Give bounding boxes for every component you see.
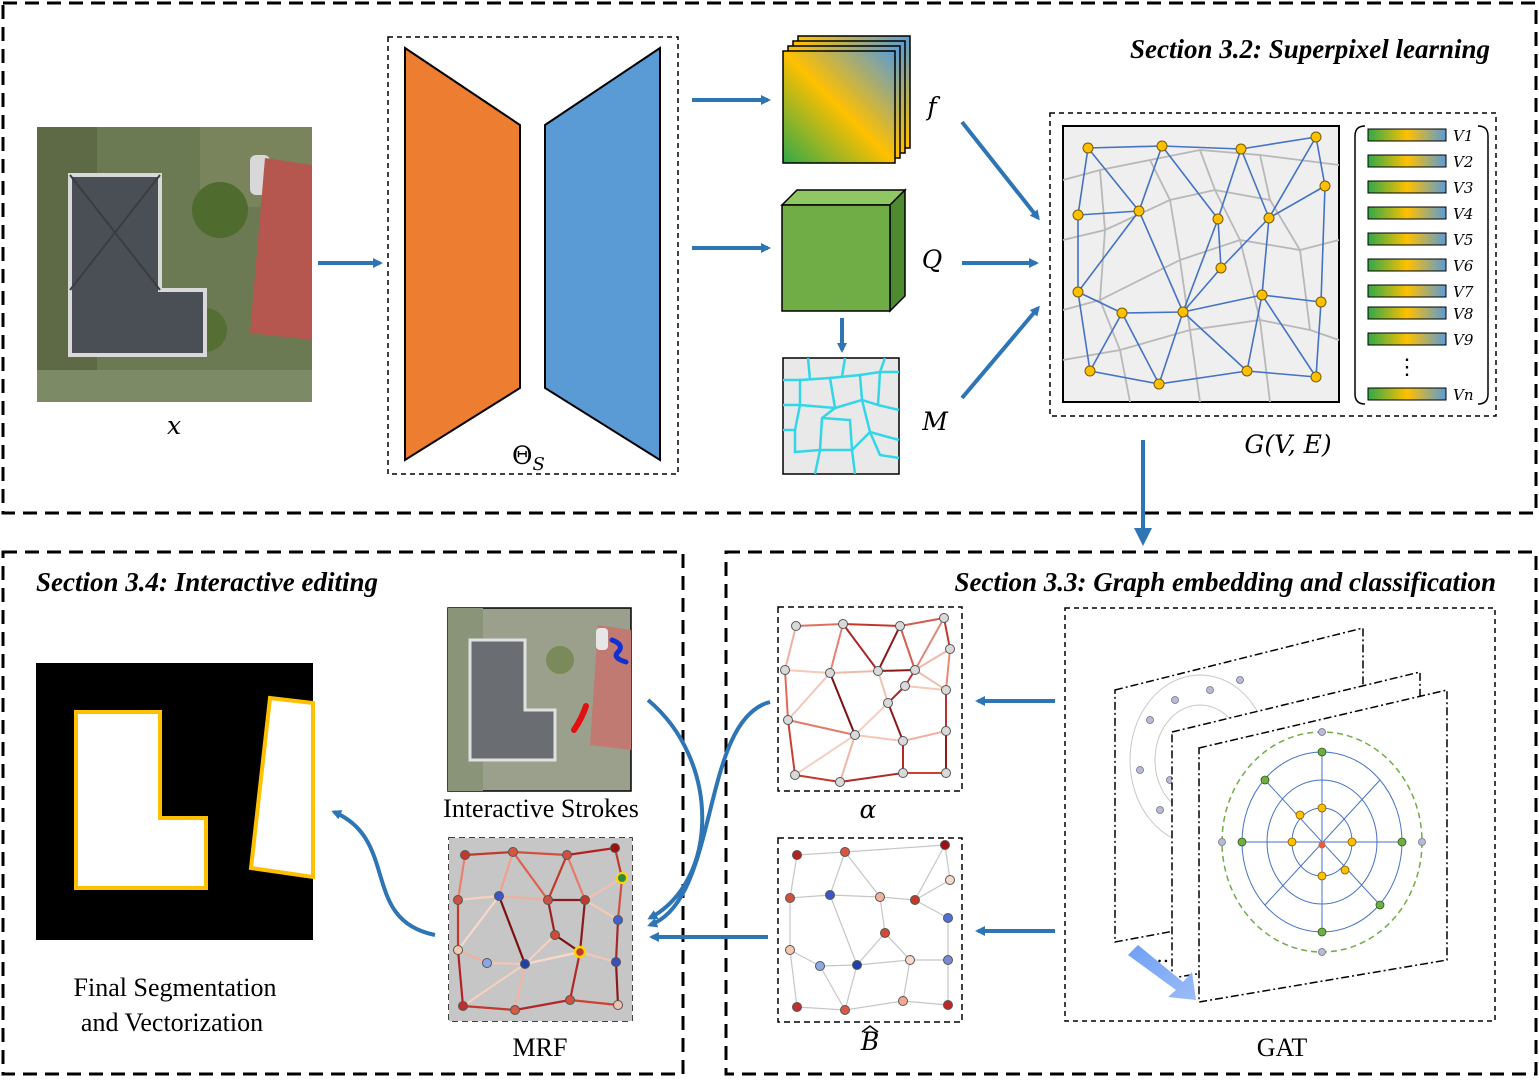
section-superpixel-title: Section 3.2: Superpixel learning xyxy=(1130,34,1490,64)
label-strokes: Interactive Strokes xyxy=(443,794,639,823)
section-interactive-title: Section 3.4: Interactive editing xyxy=(36,567,378,597)
vector-label: V9 xyxy=(1453,331,1474,349)
association-cube xyxy=(780,188,907,313)
vector-labels: V1 V2 V3 V4 V5 V6 V7 V8 V9 Vn xyxy=(1453,127,1474,404)
mrf-graph xyxy=(449,838,632,1021)
vector-label-n: Vn xyxy=(1453,386,1474,404)
alpha-attention-graph xyxy=(780,613,955,787)
label-final-line2: and Vectorization xyxy=(81,1008,263,1037)
label-b-hat xyxy=(861,1025,879,1033)
label-m: M xyxy=(921,407,949,436)
input-aerial-image xyxy=(37,127,312,402)
vector-label: V7 xyxy=(1453,283,1474,301)
label-theta: ΘS xyxy=(512,441,545,475)
arrow-mrf-to-final xyxy=(331,810,436,937)
gat-layers xyxy=(1114,627,1448,1003)
arrow-m-to-graph xyxy=(960,305,1040,400)
vector-ellipsis: ⋮ xyxy=(1396,355,1418,380)
gat-depth-arrow xyxy=(1128,945,1196,1000)
feature-map-stack xyxy=(782,35,911,164)
arrow-strokes-to-mrf xyxy=(646,698,705,920)
node-feature-vectors xyxy=(1354,125,1489,405)
vector-label: V1 xyxy=(1453,127,1473,145)
decoder-trapezoid xyxy=(544,46,661,462)
interactive-strokes-image xyxy=(447,607,632,792)
label-alpha: α xyxy=(860,795,877,824)
vector-label: V3 xyxy=(1453,179,1473,197)
alpha-box xyxy=(777,606,963,792)
section-superpixel-frame xyxy=(1,1,1538,515)
label-b: B xyxy=(860,1027,879,1056)
superpixel-graph xyxy=(1062,125,1340,403)
arrow-alpha-to-mrf xyxy=(647,700,771,928)
label-f: f xyxy=(925,92,940,121)
label-gat: GAT xyxy=(1257,1033,1308,1062)
section-interactive-frame xyxy=(1,550,685,1076)
arrow-f-to-graph xyxy=(960,120,1040,221)
b-prediction-graph xyxy=(785,840,955,1015)
vector-label: V6 xyxy=(1453,257,1474,275)
section-graph-frame xyxy=(724,550,1538,1076)
vector-label: V5 xyxy=(1453,231,1473,249)
b-box xyxy=(777,837,963,1023)
vector-label: V4 xyxy=(1453,205,1473,223)
vector-label: V2 xyxy=(1453,153,1473,171)
label-x: x xyxy=(167,411,181,440)
label-mrf: MRF xyxy=(513,1033,568,1062)
superpixel-map xyxy=(782,357,900,475)
encoder-trapezoid xyxy=(404,46,521,462)
network-box xyxy=(387,36,679,475)
graph-box xyxy=(1049,112,1497,417)
label-final-line1: Final Segmentation xyxy=(74,973,277,1002)
section-graph-title: Section 3.3: Graph embedding and classif… xyxy=(954,567,1496,597)
vector-label: V8 xyxy=(1453,305,1473,323)
gat-box xyxy=(1064,607,1496,1022)
label-theta-main: Θ xyxy=(512,441,533,470)
label-theta-sub: S xyxy=(533,454,545,475)
label-graph: G(V, E) xyxy=(1244,430,1331,459)
label-q: Q xyxy=(922,245,943,274)
final-segmentation-image xyxy=(36,663,315,940)
